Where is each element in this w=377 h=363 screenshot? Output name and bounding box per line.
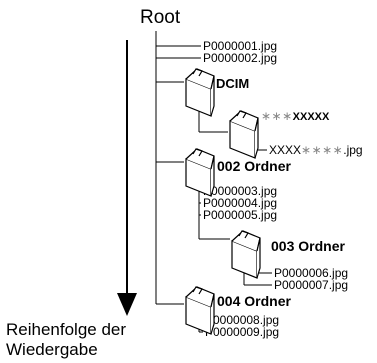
file-xxxx-ext: .jpg [343, 143, 363, 157]
playback-order-line-2: Wiedergabe [6, 340, 98, 359]
file-p0000003: P0000003.jpg [203, 184, 278, 198]
root-label: Root [140, 7, 181, 28]
folder-002-icon [185, 148, 215, 197]
file-p0000009: P0000009.jpg [205, 325, 280, 339]
file-xxxx-prefix: XXXX [269, 143, 302, 157]
folder-003-label: 003 Ordner [271, 238, 345, 254]
file-p0000002: P0000002.jpg [203, 51, 278, 65]
file-p0000004: P0000004.jpg [203, 196, 278, 210]
file-xxxx-jpg: XXXX∗∗∗∗.jpg [269, 144, 363, 156]
folder-dcim-label: DCIM [216, 76, 250, 91]
file-p0000001: P0000001.jpg [203, 39, 278, 53]
folder-004-icon [185, 286, 215, 335]
playback-order-line-1: Reihenfolge der [6, 320, 127, 339]
folder-002-label: 002 Ordner [217, 158, 291, 174]
folder-dcim-icon [185, 68, 215, 117]
file-p0000005: P0000005.jpg [203, 208, 278, 222]
folder-004-label: 004 Ordner [217, 293, 291, 309]
file-p0000006: P0000006.jpg [274, 266, 349, 280]
folder-xxxxx-label: ∗∗∗XXXXX [261, 110, 329, 123]
file-xxxx-stars: ∗∗∗∗ [301, 143, 344, 157]
star-prefix: ∗∗∗ [261, 109, 293, 123]
file-p0000007: P0000007.jpg [274, 278, 349, 292]
folder-003-icon [231, 230, 261, 279]
playback-order-arrow-head [117, 293, 137, 316]
file-p0000008: P0000008.jpg [205, 313, 280, 327]
folder-xxxxx-name: XXXXX [292, 111, 330, 123]
folder-xxxxx-icon [229, 110, 259, 159]
